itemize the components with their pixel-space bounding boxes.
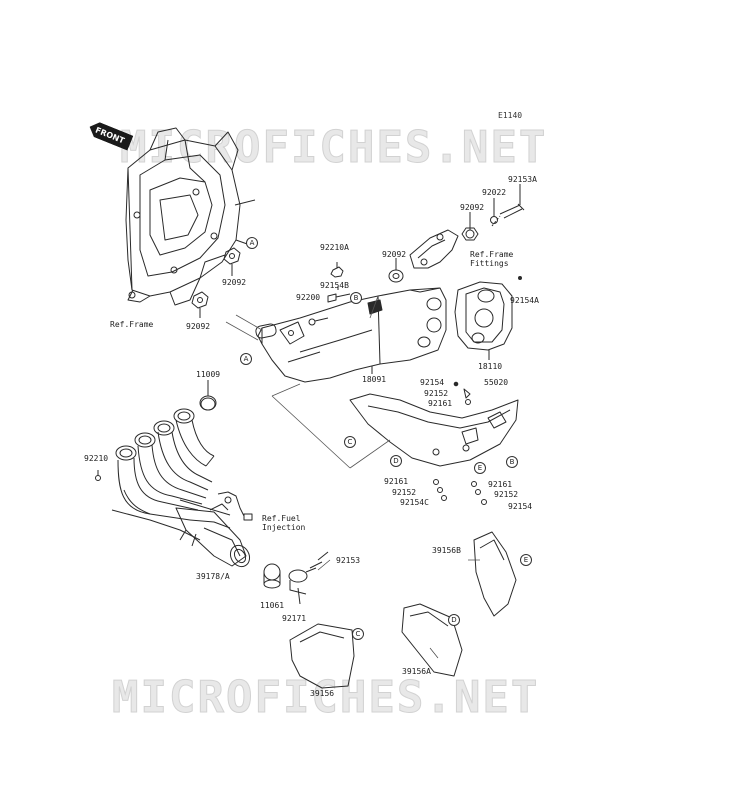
exhaust-header-pipes (111, 397, 231, 541)
part-18110: 18110 (478, 362, 503, 371)
diagram-code: E1140 (498, 111, 523, 120)
muffler-end-cover (454, 276, 522, 360)
hanger-bracket (409, 184, 525, 269)
part-92152-lower-right: 92152 (494, 490, 519, 499)
part-39156: 39156 (310, 689, 335, 698)
cover-bolts (433, 381, 487, 505)
part-92154-upper: 92154 (420, 378, 445, 387)
rubber-damper (388, 258, 404, 283)
ref-fuel-injection-label: Ref.Fuel Injection (262, 514, 306, 532)
nut-92210 (95, 470, 101, 481)
part-92210: 92210 (84, 454, 109, 463)
part-92161-upper: 92161 (428, 399, 453, 408)
callout-a-frame: A (246, 237, 258, 249)
part-92154C: 92154C (400, 498, 429, 507)
part-92152-upper: 92152 (424, 389, 449, 398)
part-11009: 11009 (196, 370, 221, 379)
callout-e-shield: E (520, 554, 532, 566)
part-92200: 92200 (296, 293, 321, 302)
assembly-lines (225, 295, 391, 469)
ref-frame-label: Ref.Frame (110, 320, 154, 329)
part-92092-bottom: 92092 (186, 322, 211, 331)
part-92171: 92171 (282, 614, 307, 623)
part-92210A: 92210A (320, 243, 349, 252)
callout-c-cover: C (344, 436, 356, 448)
part-92161-lower-left: 92161 (384, 477, 409, 486)
gasket-11009 (199, 380, 217, 411)
callout-c-shield: C (352, 628, 364, 640)
part-92154-lower: 92154 (508, 502, 533, 511)
part-92022: 92022 (482, 188, 507, 197)
part-92092-top: 92092 (460, 203, 485, 212)
leader-lines (317, 559, 480, 659)
part-92154B: 92154B (320, 281, 349, 290)
part-92153A: 92153A (508, 175, 537, 184)
part-11061: 11061 (260, 601, 285, 610)
callout-d-shield: D (448, 614, 460, 626)
gasket-clamp (263, 551, 329, 605)
part-39178A: 39178/A (196, 572, 230, 581)
part-55020: 55020 (484, 378, 509, 387)
watermark-top: MICROFICHES.NET (119, 122, 548, 174)
part-39156B: 39156B (432, 546, 461, 555)
catalyst-pipe (175, 491, 253, 568)
frame-nuts (191, 247, 241, 318)
frame-illustration (125, 127, 256, 306)
callout-d-cover: D (390, 455, 402, 467)
part-92161-lower-right: 92161 (488, 480, 513, 489)
callout-a-muffler: A (240, 353, 252, 365)
part-92153: 92153 (336, 556, 361, 565)
part-18091: 18091 (362, 375, 387, 384)
callout-e-cover: E (474, 462, 486, 474)
part-92152-lower-left: 92152 (392, 488, 417, 497)
part-39156A: 39156A (402, 667, 431, 676)
muffler-body (255, 287, 447, 383)
mount-bolts (308, 262, 351, 326)
part-92154A: 92154A (510, 296, 539, 305)
muffler-cover (349, 393, 519, 467)
heat-shields (289, 531, 517, 689)
callout-b-muffler: B (350, 292, 362, 304)
part-92092-mid: 92092 (382, 250, 407, 259)
watermark-bottom: MICROFICHES.NET (111, 672, 540, 724)
ref-frame-fittings-label: Ref.Frame Fittings (470, 250, 514, 268)
part-92092-left: 92092 (222, 278, 247, 287)
callout-b-cover: B (506, 456, 518, 468)
